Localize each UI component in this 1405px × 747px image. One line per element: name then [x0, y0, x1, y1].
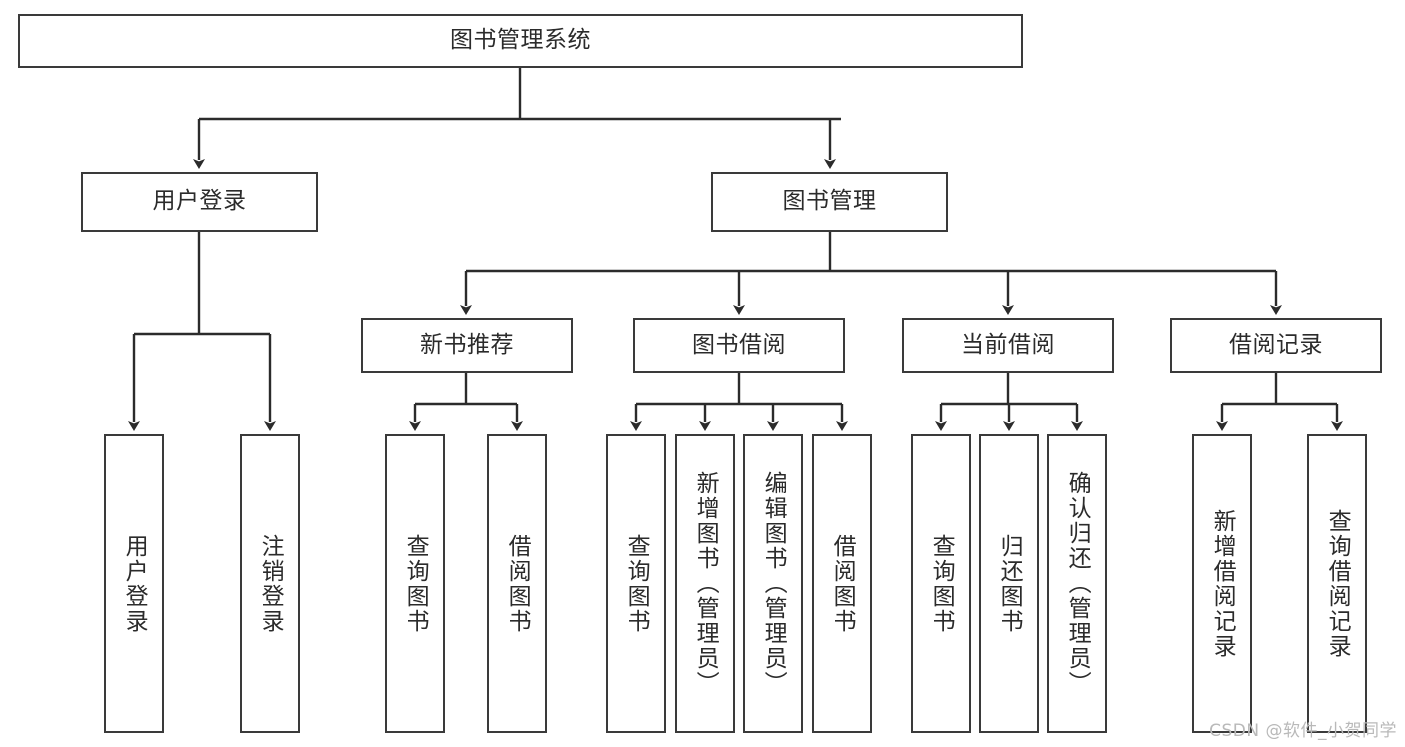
leaf-borrow-record-add-label: 新增借阅记录	[1209, 508, 1236, 659]
leaf-user-login-logout-label: 注销登录	[257, 533, 284, 634]
leaf-borrow-record-query-label: 查询借阅记录	[1324, 508, 1351, 659]
leaf-current-borrow-return-label: 归还图书	[996, 533, 1023, 634]
node-root-system-label: 图书管理系统	[450, 27, 591, 54]
leaf-book-borrow-add[interactable]: 新增图书（管理员）	[675, 434, 735, 733]
leaf-user-login-logout[interactable]: 注销登录	[240, 434, 300, 733]
leaf-book-borrow-add-label: 新增图书（管理员）	[692, 471, 719, 696]
node-root-system[interactable]: 图书管理系统	[18, 14, 1023, 68]
leaf-current-borrow-query[interactable]: 查询图书	[911, 434, 971, 733]
node-current-borrow[interactable]: 当前借阅	[902, 318, 1114, 373]
node-borrow-record-label: 借阅记录	[1229, 331, 1323, 358]
node-new-book-recommend-label: 新书推荐	[420, 331, 514, 358]
leaf-new-book-borrow[interactable]: 借阅图书	[487, 434, 547, 733]
leaf-book-borrow-query-label: 查询图书	[623, 533, 650, 634]
leaf-book-borrow-edit-label: 编辑图书（管理员）	[760, 471, 787, 696]
node-book-borrow-label: 图书借阅	[692, 331, 786, 358]
node-book-management[interactable]: 图书管理	[711, 172, 948, 232]
csdn-watermark: CSDN @软件_小贺同学	[1209, 721, 1397, 741]
leaf-user-login-login[interactable]: 用户登录	[104, 434, 164, 733]
leaf-user-login-login-label: 用户登录	[121, 533, 148, 634]
node-user-login[interactable]: 用户登录	[81, 172, 318, 232]
node-current-borrow-label: 当前借阅	[961, 331, 1055, 358]
leaf-current-borrow-confirm-return-label: 确认归还（管理员）	[1064, 471, 1091, 696]
leaf-current-borrow-return[interactable]: 归还图书	[979, 434, 1039, 733]
leaf-new-book-borrow-label: 借阅图书	[504, 533, 531, 634]
leaf-borrow-record-add[interactable]: 新增借阅记录	[1192, 434, 1252, 733]
leaf-book-borrow-query[interactable]: 查询图书	[606, 434, 666, 733]
leaf-current-borrow-query-label: 查询图书	[928, 533, 955, 634]
leaf-book-borrow-borrow-label: 借阅图书	[829, 533, 856, 634]
leaf-book-borrow-borrow[interactable]: 借阅图书	[812, 434, 872, 733]
node-book-management-label: 图书管理	[782, 188, 877, 215]
leaf-new-book-query[interactable]: 查询图书	[385, 434, 445, 733]
leaf-book-borrow-edit[interactable]: 编辑图书（管理员）	[743, 434, 803, 733]
node-borrow-record[interactable]: 借阅记录	[1170, 318, 1382, 373]
leaf-borrow-record-query[interactable]: 查询借阅记录	[1307, 434, 1367, 733]
node-user-login-label: 用户登录	[152, 188, 247, 215]
leaf-new-book-query-label: 查询图书	[402, 533, 429, 634]
leaf-current-borrow-confirm-return[interactable]: 确认归还（管理员）	[1047, 434, 1107, 733]
node-new-book-recommend[interactable]: 新书推荐	[361, 318, 573, 373]
node-book-borrow[interactable]: 图书借阅	[633, 318, 845, 373]
